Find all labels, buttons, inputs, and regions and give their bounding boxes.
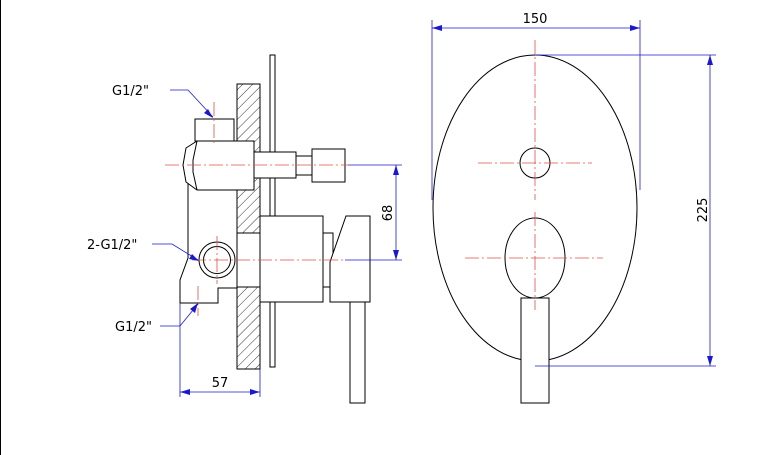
label-bottom-outlet: G1/2" <box>115 320 152 335</box>
lever-head <box>329 215 371 303</box>
leader-bottom-outlet <box>160 303 199 327</box>
cover-plate <box>269 54 276 368</box>
dim-150-label: 150 <box>523 12 548 27</box>
stem-nut <box>311 148 346 183</box>
handle-housing <box>259 215 324 303</box>
arrowhead <box>190 303 198 313</box>
front-lever <box>520 297 550 404</box>
upper-body <box>182 140 255 191</box>
dim-57-label: 57 <box>212 376 229 391</box>
side-view: 68 57 G1/2" 2-G1/2" G1/2" <box>87 54 402 404</box>
front-view: 150 225 <box>431 12 716 404</box>
arrowhead <box>189 254 199 261</box>
arrowheads <box>393 165 399 260</box>
valve-body <box>179 177 238 304</box>
lever-arm <box>349 301 366 404</box>
leader-top-inlet <box>170 89 214 118</box>
arrowheads <box>180 389 260 395</box>
dim-68-label: 68 <box>381 205 396 222</box>
arrowhead <box>204 109 213 118</box>
label-top-inlet: G1/2" <box>112 84 149 99</box>
leader-side-outlets <box>152 243 199 261</box>
label-side-outlets: 2-G1/2" <box>87 238 137 253</box>
chamfer-line <box>192 140 198 191</box>
stem-collar <box>295 155 313 176</box>
top-inlet-port <box>194 118 235 142</box>
dim-225-label: 225 <box>696 198 711 223</box>
wall-hatch-lower <box>236 286 261 370</box>
